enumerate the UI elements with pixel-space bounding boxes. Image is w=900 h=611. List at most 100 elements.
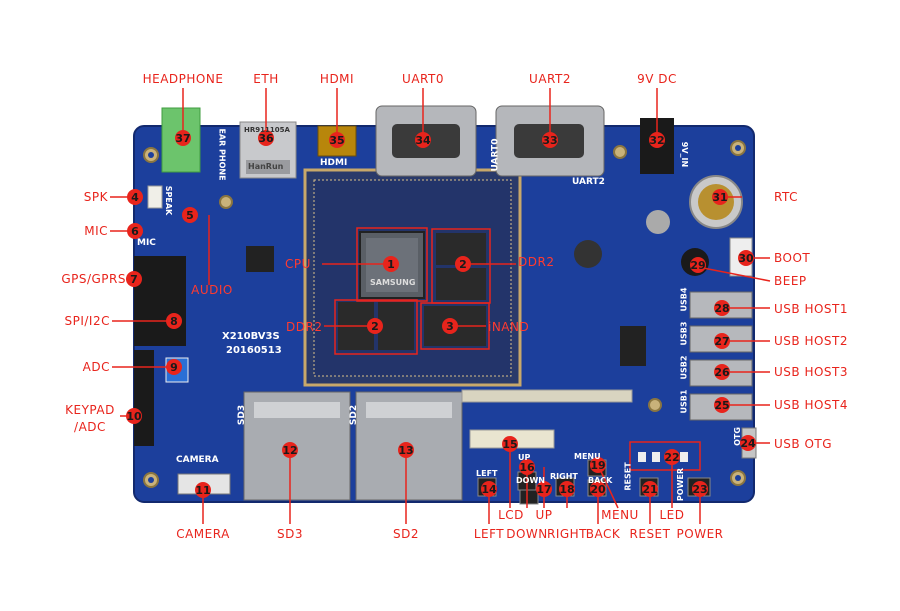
label-camera: CAMERA [176, 527, 230, 541]
marker-number: 25 [714, 399, 729, 412]
marker-number: 29 [690, 259, 705, 272]
marker-number: 2 [371, 320, 379, 333]
marker-circle [664, 449, 680, 465]
marker-number: 26 [714, 366, 730, 379]
label-adc: ADC [82, 360, 110, 374]
marker-30: 30 [738, 250, 754, 266]
marker-circle [740, 435, 756, 451]
silk-power: POWER [676, 467, 686, 502]
marker-18: 18 [559, 481, 575, 497]
marker-number: 36 [258, 132, 274, 145]
marker-number: 32 [649, 134, 664, 147]
marker-circle [649, 132, 665, 148]
silk-samsung: SAMSUNG [370, 278, 416, 287]
marker-number: 22 [664, 451, 679, 464]
marker-number: 16 [519, 461, 535, 474]
marker-26: 26 [714, 364, 730, 380]
marker-circle [738, 250, 754, 266]
silk-model: X210BV3S [222, 331, 280, 342]
marker-circle [126, 408, 142, 424]
marker-number: 21 [642, 483, 657, 496]
marker-circle [502, 436, 518, 452]
marker-number: 34 [415, 134, 431, 147]
marker-circle [195, 482, 211, 498]
marker-circle [367, 318, 383, 334]
label-cpu: CPU [285, 257, 311, 271]
marker-number: 8 [170, 315, 178, 328]
marker-number: 20 [590, 483, 606, 496]
marker-5: 5 [182, 207, 198, 223]
label-right: RIGHT [546, 527, 588, 541]
marker-number: 15 [502, 438, 517, 451]
label-usb-host2: USB HOST2 [774, 334, 848, 348]
label-spi-i2c: SPI/I2C [64, 314, 110, 328]
silk-right: RIGHT [550, 472, 578, 481]
marker-36: 36 [258, 130, 274, 146]
marker-34: 34 [415, 132, 431, 148]
marker-circle [166, 359, 182, 375]
marker-15: 15 [502, 436, 518, 452]
marker-circle [329, 132, 345, 148]
label-headphone: HEADPHONE [142, 72, 224, 86]
label-beep: BEEP [774, 274, 807, 288]
marker-circle [692, 481, 708, 497]
headphone-jack [161, 107, 201, 173]
marker-35: 35 [329, 132, 345, 148]
marker-number: 9 [170, 361, 178, 374]
marker-number: 3 [446, 320, 454, 333]
keypad-header [134, 350, 154, 446]
marker-3: 3 [442, 318, 458, 334]
marker-number: 19 [590, 459, 605, 472]
silk-eth-brand: HanRun [248, 162, 284, 171]
marker-6: 6 [127, 223, 143, 239]
silk-up: UP [518, 453, 531, 462]
marker-number: 12 [282, 444, 297, 457]
marker-28: 28 [714, 300, 730, 316]
label-sd3: SD3 [277, 527, 303, 541]
marker-number: 35 [329, 134, 344, 147]
label-uart0: UART0 [402, 72, 444, 86]
marker-number: 13 [398, 444, 413, 457]
marker-circle [542, 132, 558, 148]
label-ddr2-bottom: DDR2 [286, 320, 323, 334]
label-led: LED [659, 508, 685, 522]
label-eth: ETH [253, 72, 279, 86]
silk-uart2: UART2 [572, 177, 605, 187]
marker-2: 2 [455, 256, 471, 272]
label-audio: AUDIO [191, 283, 233, 297]
label-usb-otg: USB OTG [774, 437, 833, 451]
label-left: LEFT [473, 527, 505, 541]
marker-2: 2 [367, 318, 383, 334]
label-gps-gprs: GPS/GPRS [61, 272, 126, 286]
marker-circle [282, 442, 298, 458]
marker-number: 31 [712, 191, 727, 204]
marker-number: 27 [714, 335, 729, 348]
label-usb-host3: USB HOST3 [774, 365, 848, 379]
label-usb-host4: USB HOST4 [774, 398, 848, 412]
marker-25: 25 [714, 397, 730, 413]
marker-31: 31 [712, 189, 728, 205]
label-uart2: UART2 [529, 72, 571, 86]
marker-number: 18 [559, 483, 574, 496]
silk-left: LEFT [476, 469, 498, 478]
label-power: POWER [676, 527, 724, 541]
silk-camera: CAMERA [176, 455, 219, 465]
marker-number: 7 [130, 273, 138, 286]
marker-number: 2 [459, 258, 467, 271]
label-up: UP [535, 508, 553, 522]
marker-circle [642, 481, 658, 497]
silk-date: 20160513 [226, 345, 282, 356]
marker-number: 14 [481, 483, 497, 496]
silk-sd3: SD3 [237, 404, 248, 426]
silk-eth-part: HR911105A [244, 126, 290, 134]
marker-37: 37 [175, 130, 191, 146]
marker-23: 23 [692, 481, 708, 497]
label-spk: SPK [83, 190, 108, 204]
marker-8: 8 [166, 313, 182, 329]
marker-number: 33 [542, 134, 557, 147]
marker-circle [712, 189, 728, 205]
marker-circle [714, 300, 730, 316]
